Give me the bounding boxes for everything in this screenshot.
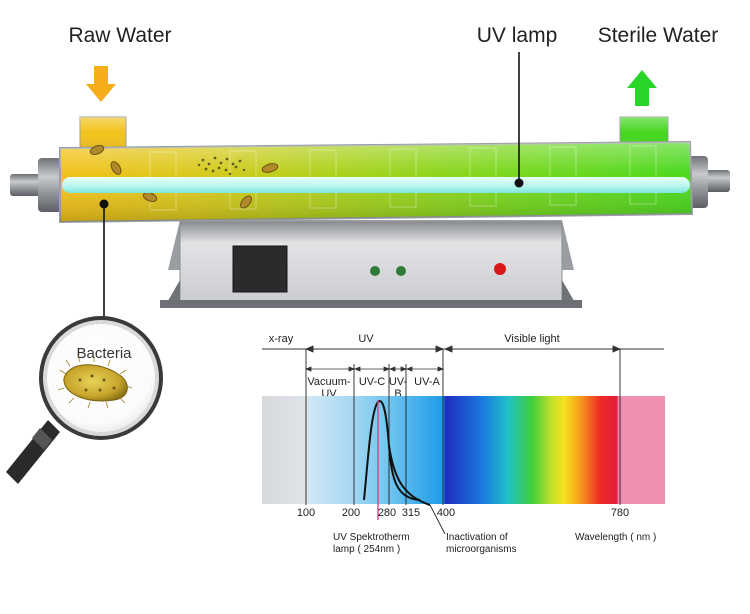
band-label-uvc: UV-C: [359, 376, 385, 388]
magnifier-icon: Bacteria: [6, 316, 163, 484]
lamp-emission-curve: [363, 400, 421, 501]
tick-label: 780: [611, 507, 629, 519]
inactivation-annotation-2: microorganisms: [446, 544, 517, 555]
uv-lamp-label: UV lamp: [477, 24, 558, 47]
bacteria-label: Bacteria: [76, 345, 132, 362]
tick-label: 315: [402, 507, 420, 519]
sterilizer-chamber: [59, 140, 694, 224]
band-label-uvb-1: UV-: [389, 376, 408, 388]
lamp-annotation-2: lamp ( 254nm ): [333, 544, 400, 555]
band-label-visible: Visible light: [504, 333, 559, 345]
bacteria-icon: [57, 355, 133, 409]
band-label-vacuum-uv-1: Vacuum-: [307, 376, 351, 388]
inflow-arrow-icon: [86, 66, 116, 102]
display-panel: [232, 245, 288, 293]
uv-spectrum-chart: x-ray UV Visible light Vacuum- UV UV-C U…: [262, 333, 665, 555]
raw-water-label: Raw Water: [68, 24, 171, 47]
band-label-uv: UV: [358, 333, 374, 345]
band-label-uva: UV-A: [414, 376, 440, 388]
indicator-light-1: [370, 266, 380, 276]
wavelength-axis-label: Wavelength ( nm ): [575, 532, 656, 543]
control-base: [160, 220, 582, 308]
tick-label: 400: [437, 507, 455, 519]
band-label-uvb-2: B: [394, 388, 401, 400]
lamp-annotation-1: UV Spektrotherm: [333, 532, 410, 543]
outflow-arrow-icon: [627, 70, 657, 106]
uv-lamp-tube: [62, 177, 690, 193]
tick-label: 280: [378, 507, 396, 519]
tick-label: 100: [297, 507, 315, 519]
left-end-cap: [10, 174, 42, 196]
spectrum-bar: [262, 396, 665, 504]
inactivation-annotation-1: Inactivation of: [446, 532, 508, 543]
indicator-light-2: [396, 266, 406, 276]
band-label-xray: x-ray: [269, 333, 294, 345]
indicator-light-red: [494, 263, 506, 275]
sterile-water-label: Sterile Water: [598, 24, 719, 47]
right-end-cap: [704, 170, 730, 192]
tick-label: 200: [342, 507, 360, 519]
